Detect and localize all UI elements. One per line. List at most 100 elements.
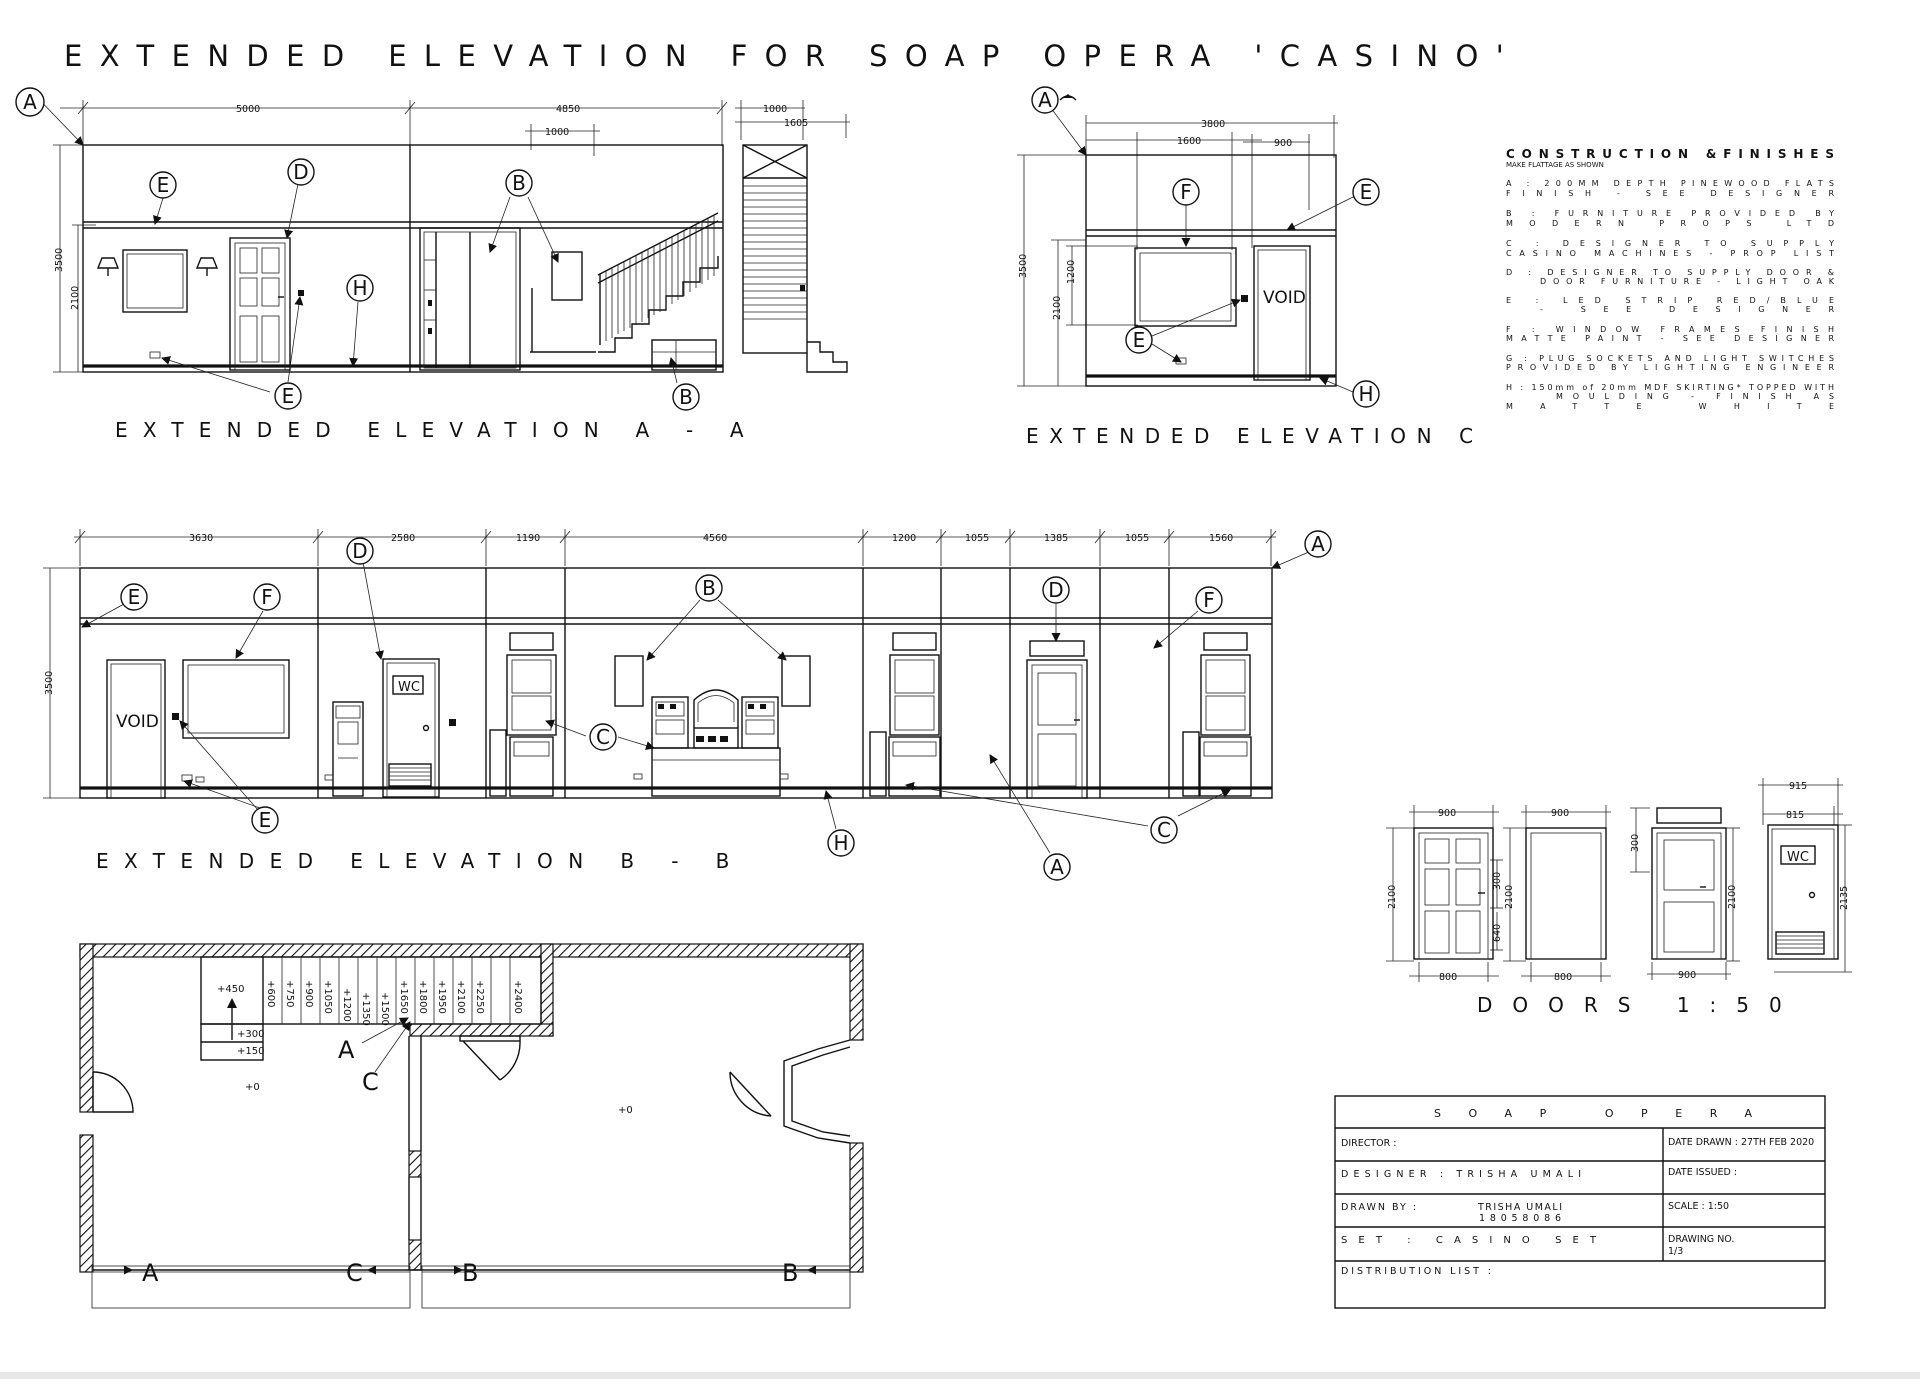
tag-e: E — [157, 173, 170, 197]
title-block-director: DIRECTOR : — [1341, 1138, 1396, 1149]
dim-bb-1190: 1190 — [516, 533, 540, 544]
staircase-aa — [530, 212, 719, 371]
socket-bb-5 — [779, 773, 789, 780]
title-block-date-drawn: DATE DRAWN : 27TH FEB 2020 — [1668, 1137, 1814, 1148]
title-block-drawn-by: DRAWN BY : — [1341, 1202, 1416, 1213]
floor-level-right: +0 — [618, 1105, 633, 1116]
door1-height: 2100 — [1387, 885, 1398, 909]
door4-width-top: 915 — [1789, 781, 1807, 792]
door-type-2: 900 2100 800 — [1503, 805, 1611, 983]
wc-label-bb: WC — [398, 680, 420, 695]
note-g-line1: G : PLUG SOCKETS AND LIGHT SWITCHES — [1506, 354, 1834, 363]
socket-bb-1 — [181, 774, 193, 782]
door1-panel-top: 300 — [1492, 872, 1503, 890]
dim-bb-3500: 3500 — [44, 671, 55, 695]
stair-level-1950: +1950 — [436, 980, 447, 1014]
tag-e: E — [259, 808, 272, 832]
title-block-distribution: DISTRIBUTION LIST : — [1341, 1266, 1491, 1277]
slot-machine-bb-1 — [489, 632, 557, 797]
window-c — [1134, 247, 1237, 327]
tag-a: A — [23, 90, 37, 114]
door-bb — [1026, 640, 1088, 799]
picture-frame-aa — [122, 249, 188, 313]
door1-width-bottom: 800 — [1439, 972, 1457, 983]
tag-b: B — [679, 385, 693, 409]
door3-height: 2100 — [1727, 885, 1738, 909]
note-d-line1: D : DESIGNER TO SUPPLY DOOR & — [1506, 268, 1834, 277]
wall-lamp-right — [195, 257, 219, 276]
tag-b: B — [512, 171, 526, 195]
tag-h: H — [1358, 382, 1373, 406]
door1-panel-bottom: 640 — [1492, 924, 1503, 942]
dim-aa-1000-inner: 1000 — [545, 127, 569, 138]
stair-level-1500: +1500 — [379, 992, 390, 1026]
tag-f: F — [261, 585, 273, 609]
section-marker-b-left: B — [462, 1259, 478, 1287]
dim-bb-4560: 4560 — [703, 533, 727, 544]
dim-bb-1200: 1200 — [892, 533, 916, 544]
tag-d: D — [293, 160, 308, 184]
section-marker-b-right: B — [782, 1259, 798, 1287]
dim-bb-2580: 2580 — [391, 533, 415, 544]
dim-c-3500: 3500 — [1018, 254, 1029, 278]
dim-aa-5000: 5000 — [236, 104, 260, 115]
title-block: SOAP OPERA DIRECTOR : DATE DRAWN : 27TH … — [1334, 1095, 1826, 1309]
tag-a: A — [1050, 855, 1064, 879]
dim-c-1600: 1600 — [1177, 136, 1201, 147]
door2-height: 2100 — [1504, 885, 1515, 909]
note-a-line1: A : 200MM DEPTH PINEWOOD FLATS — [1506, 179, 1834, 188]
door-aa — [229, 237, 291, 371]
door2-width-bottom: 800 — [1554, 972, 1572, 983]
stair-section-tag-a: A — [338, 1036, 355, 1064]
note-c-line1: C : DESIGNER TO SUPPLY — [1506, 239, 1834, 248]
door4-height: 2135 — [1839, 886, 1850, 910]
note-h-line1: H : 150mm of 20mm MDF SKIRTING* TOPPED W… — [1506, 383, 1834, 392]
note-h-line2: MOULDING - FINISH AS — [1556, 392, 1834, 401]
tag-a: A — [1038, 88, 1052, 112]
elevation-aa-label: EXTENDED ELEVATION A - A — [115, 418, 759, 442]
tag-f: F — [1203, 588, 1215, 612]
tag-b: B — [702, 576, 716, 600]
dim-bb-1385: 1385 — [1044, 533, 1068, 544]
elevation-aa-dimensions: 5000 4850 1000 1000 1605 3500 2100 — [53, 100, 850, 373]
title-block-production: SOAP OPERA — [1434, 1107, 1752, 1120]
dim-bb-1055-b: 1055 — [1125, 533, 1149, 544]
tag-h: H — [352, 276, 367, 300]
stair-section-tag-c: C — [362, 1068, 379, 1096]
elevation-aa: 5000 4850 1000 1000 1605 3500 2100 — [29, 89, 850, 442]
casino-machine-bb-1 — [332, 701, 364, 797]
picture-frame-bb-2 — [781, 655, 811, 707]
stair-level-2100: +2100 — [455, 980, 466, 1014]
dim-aa-4850: 4850 — [556, 104, 580, 115]
stair-level-2400: +2400 — [512, 980, 523, 1014]
stair-level-1050: +1050 — [322, 980, 333, 1014]
picture-frame-bb-1 — [614, 655, 644, 707]
door4-width-mid: 815 — [1786, 810, 1804, 821]
tag-c: C — [1157, 818, 1171, 842]
stair-level-750: +750 — [284, 980, 295, 1007]
void-door-bb: VOID — [106, 659, 166, 799]
dim-aa-2100: 2100 — [70, 286, 81, 310]
socket-aa — [149, 351, 161, 359]
plan-staircase: +450 +600 +750 +900 +1050 +1200 +1350 +1… — [200, 956, 542, 1061]
tag-e: E — [1133, 328, 1146, 352]
door2-width-top: 900 — [1551, 808, 1569, 819]
title-block-date-issued: DATE ISSUED : — [1668, 1167, 1737, 1178]
viewer-bottom-bar — [0, 1372, 1920, 1379]
door-type-1: 900 2100 300 640 800 — [1386, 805, 1503, 983]
tag-e: E — [1360, 180, 1373, 204]
slot-machine-bb-3 — [1182, 632, 1252, 797]
slot-machine-bb-2 — [869, 632, 941, 797]
elevation-c-tags: A F E E H — [1031, 86, 1380, 408]
stair-section-aa — [742, 144, 848, 373]
dim-c-3800: 3800 — [1201, 119, 1225, 130]
wardrobe-aa — [419, 227, 521, 371]
dim-bb-3630: 3630 — [189, 533, 213, 544]
socket-bb-2 — [195, 776, 205, 783]
notes-heading: CONSTRUCTION &FINISHES — [1506, 147, 1834, 161]
note-e-line1: E : LED STRIP RED/BLUE — [1506, 296, 1834, 305]
note-f-line1: F : WINDOW FRAMES FINISH — [1506, 325, 1834, 334]
title-block-designer: DESIGNER : TRISHA UMALI — [1341, 1169, 1581, 1180]
socket-c — [1175, 357, 1187, 365]
